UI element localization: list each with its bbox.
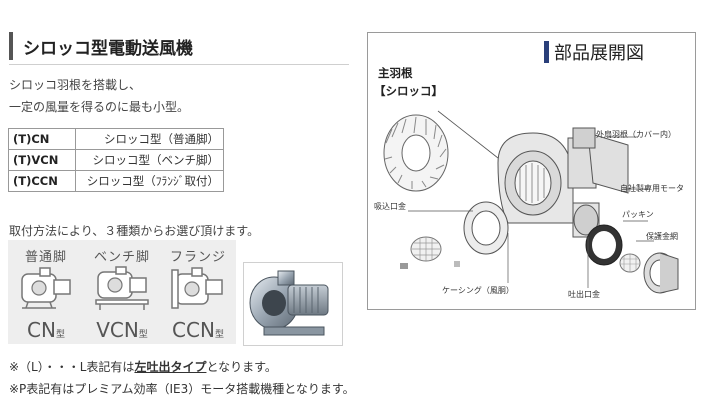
part-label-packing: パッキン: [622, 210, 654, 219]
section-heading: シロッコ型電動送風機: [9, 30, 349, 65]
mount-name: CCN型: [172, 318, 224, 342]
mount-vcn: ベンチ脚 VCN型: [84, 240, 160, 344]
part-label-outer-blade: 外扇羽根（カバー内）: [596, 130, 676, 139]
type-code: (T)CN: [8, 128, 76, 150]
note-premium: ※P表記有はプレミアム効率（IE3）モータ搭載機種となります。: [9, 382, 355, 396]
mount-note: 取付方法により、３種類からお選び頂けます。: [9, 224, 260, 238]
diagram-title-bar: [544, 41, 549, 63]
page-title: シロッコ型電動送風機: [23, 39, 193, 59]
left-discharge-link: 左吐出タイプ: [134, 360, 207, 374]
mount-types-panel: 普通脚 CN型 ベンチ脚 VCN型 フランジ: [8, 240, 236, 344]
intro-line-1: シロッコ羽根を搭載し、: [9, 78, 142, 92]
note-left-discharge: ※（L）・・・L表記有は左吐出タイプとなります。: [9, 360, 277, 374]
mount-label: ベンチ脚: [93, 250, 150, 265]
blower-flange-icon: [171, 267, 223, 309]
types-table: (T)CN シロッコ型（普通脚） (T)VCN シロッコ型（ベンチ脚） (T)C…: [8, 128, 224, 192]
casing: [497, 132, 600, 238]
type-code: (T)VCN: [8, 149, 76, 171]
impeller-sublabel: 【シロッコ】: [374, 84, 443, 98]
mount-name: CN型: [27, 318, 65, 342]
parts-diagram: 部品展開図 主羽根 【シロッコ】: [367, 32, 696, 310]
outlet-ring: [643, 252, 679, 294]
mount-ccn: フランジ CCN型: [160, 240, 236, 344]
table-row: (T)VCN シロッコ型（ベンチ脚）: [8, 149, 224, 171]
impeller-label: 主羽根: [378, 66, 413, 80]
product-photo: [243, 262, 343, 346]
exploded-view-illustration: [383, 110, 679, 294]
heading-bar: [9, 32, 13, 60]
type-code: (T)CCN: [8, 170, 76, 192]
part-label-inlet: 吸込口金: [374, 202, 406, 211]
table-row: (T)CN シロッコ型（普通脚）: [8, 128, 224, 150]
mount-label: フランジ: [169, 250, 226, 265]
type-desc: シロッコ型（ベンチ脚）: [75, 149, 224, 171]
motor: [572, 127, 629, 194]
blower-bench-leg-icon: [95, 266, 149, 310]
packing-ring: [585, 224, 623, 266]
mount-name: VCN型: [96, 318, 148, 342]
type-desc: シロッコ型（普通脚）: [75, 128, 224, 150]
heading-rule: [9, 64, 349, 65]
part-label-casing: ケーシング（風胴）: [442, 286, 514, 295]
intro-line-2: 一定の風量を得るのに最も小型。: [9, 100, 190, 114]
blower-product-image: [249, 270, 329, 336]
mount-label: 普通脚: [24, 250, 67, 265]
part-label-guard: 保護金網: [646, 232, 678, 241]
blower-standard-leg-icon: [21, 267, 71, 309]
inlet-mesh: [410, 236, 442, 262]
diagram-title: 部品展開図: [554, 43, 644, 64]
mount-cn: 普通脚 CN型: [8, 240, 84, 344]
sirocco-impeller: [383, 114, 449, 192]
table-row: (T)CCN シロッコ型（ﾌﾗﾝｼﾞ取付）: [8, 170, 224, 192]
part-label-motor: 自社製専用モータ: [620, 184, 684, 193]
part-label-outlet: 吐出口金: [568, 290, 600, 299]
type-desc: シロッコ型（ﾌﾗﾝｼﾞ取付）: [75, 170, 224, 192]
guard-mesh: [619, 253, 641, 273]
inlet-ring: [463, 201, 509, 255]
